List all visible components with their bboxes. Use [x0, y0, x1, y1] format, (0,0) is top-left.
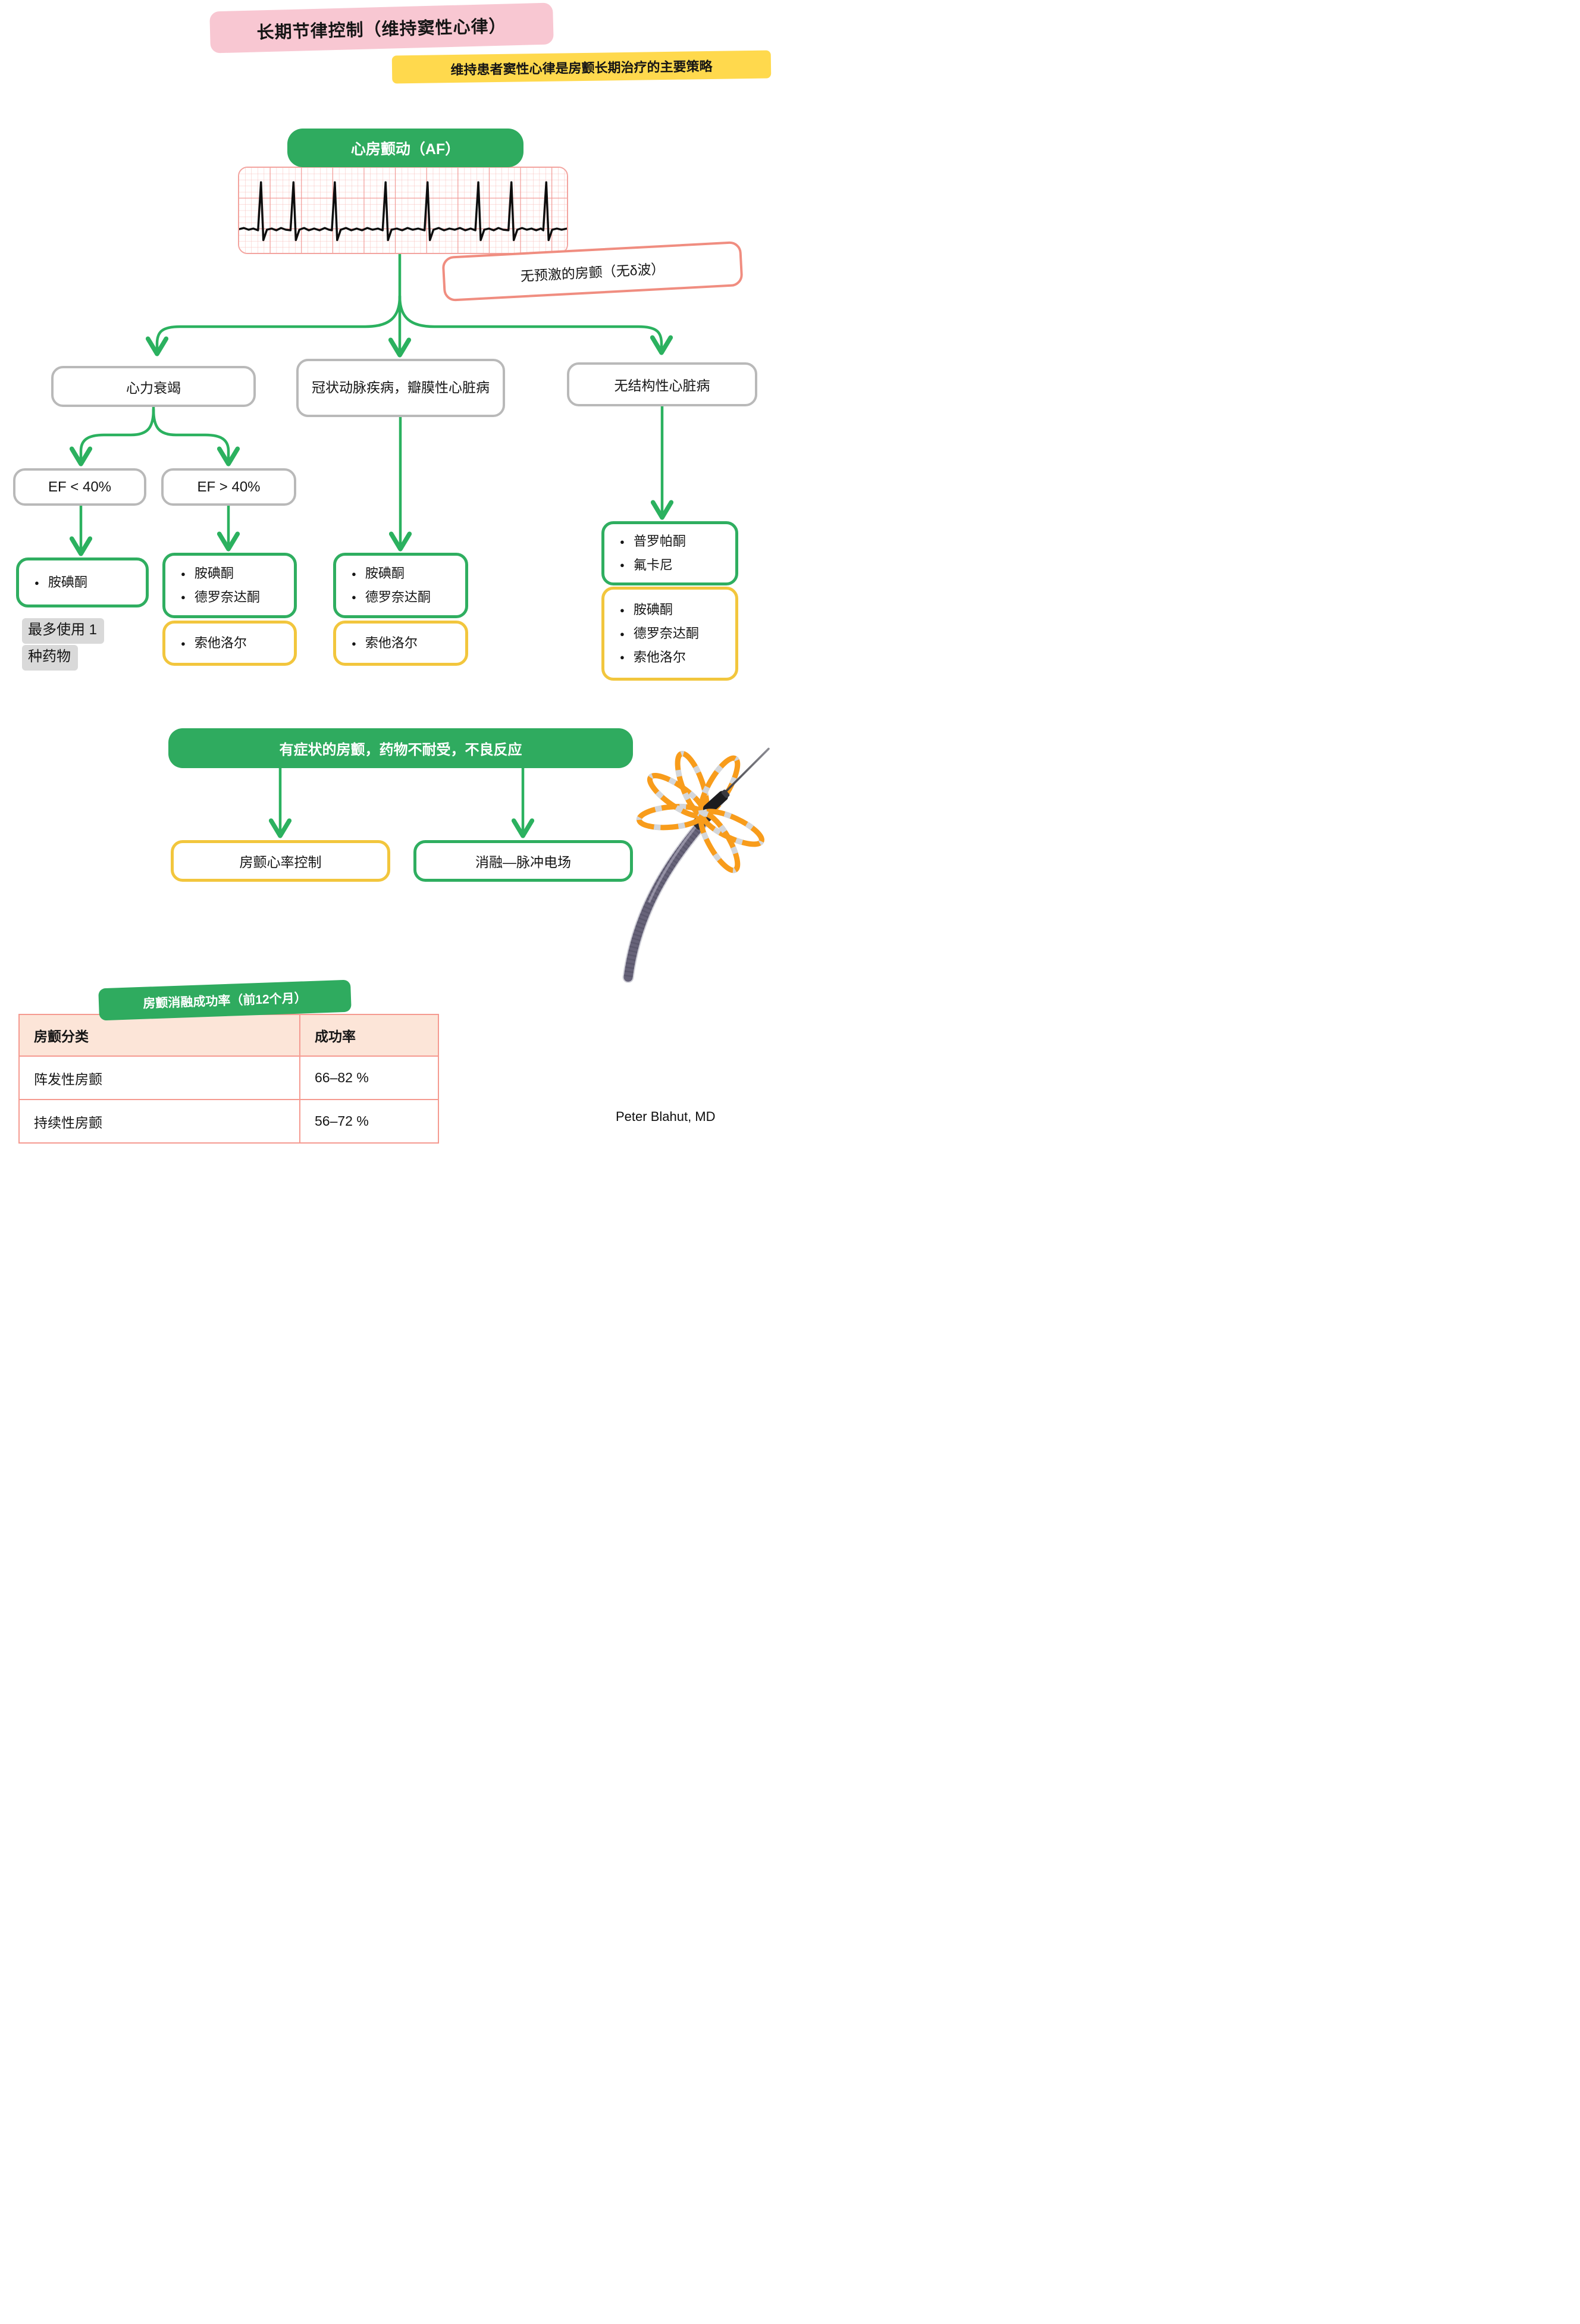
drug-name: 德罗奈达酮 [194, 590, 260, 605]
pfa-catheter-illustration [622, 747, 770, 983]
author-credit: Peter Blahut, MD [616, 1109, 716, 1124]
symptomatic-banner-label: 有症状的房颤，药物不耐受，不良反应 [279, 742, 522, 758]
drug-name: 胺碘酮 [194, 566, 234, 581]
bullet-icon: ● [620, 629, 625, 638]
branch-no-structural-label: 无结构性心脏病 [614, 378, 710, 393]
drug-item: ● 德罗奈达酮 [620, 625, 699, 643]
drug-name: 索他洛尔 [633, 649, 686, 665]
drug-item: ● 胺碘酮 [181, 565, 234, 582]
table-header-row: 房颤分类 成功率 [18, 1014, 439, 1057]
branch-no-structural: 无结构性心脏病 [567, 362, 757, 406]
table-caption-label: 房颤消融成功率（前12个月） [143, 991, 308, 1011]
drug-item: ● 索他洛尔 [181, 634, 247, 652]
drug-name: 德罗奈达酮 [365, 590, 431, 605]
af-node-label: 心房颤动（AF） [350, 140, 460, 158]
note-line-1: 最多使用 1 [22, 618, 105, 644]
branch-cad-valvular: 冠状动脉疾病，瓣膜性心脏病 [296, 359, 505, 417]
branch-heart-failure-label: 心力衰竭 [126, 380, 181, 396]
flowchart-connectors [69, 252, 674, 838]
note-max-one-drug: 最多使用 1 种药物 [22, 618, 105, 672]
drugs-cad-yellow-box: ● 索他洛尔 [333, 621, 468, 666]
drug-name: 胺碘酮 [633, 602, 673, 618]
bullet-icon: ● [620, 560, 625, 570]
node-ef-lt-40: EF < 40% [13, 468, 146, 506]
drug-name: 索他洛尔 [365, 635, 418, 651]
bullet-icon: ● [352, 569, 356, 578]
outcome-ablation-pfa-label: 消融—脉冲电场 [475, 854, 571, 870]
node-ef-lt-40-label: EF < 40% [48, 478, 112, 495]
drug-name: 胺碘酮 [48, 575, 87, 590]
ecg-trace-image [239, 168, 567, 253]
bullet-icon: ● [620, 605, 625, 615]
drug-item: ● 胺碘酮 [620, 601, 673, 619]
bullet-icon: ● [620, 537, 625, 546]
table-header-success-rate: 成功率 [299, 1014, 439, 1057]
table-row: 持续性房颤 56–72 % [18, 1099, 439, 1144]
drug-item: ● 氟卡尼 [620, 556, 673, 574]
drugs-ef-gt-green-box: ● 胺碘酮 ● 德罗奈达酮 [162, 553, 297, 618]
drug-name: 德罗奈达酮 [633, 626, 699, 641]
infographic-page: 长期节律控制（维持窦性心律） 维持患者窦性心律是房颤长期治疗的主要策略 心房颤动… [0, 0, 790, 1162]
bullet-icon: ● [181, 569, 186, 578]
drug-item: ● 普罗帕酮 [620, 533, 686, 550]
bullet-icon: ● [35, 578, 39, 587]
drug-name: 普罗帕酮 [633, 534, 686, 549]
bullet-icon: ● [352, 593, 356, 602]
ablation-success-table: 房颤分类 成功率 阵发性房颤 66–82 % 持续性房颤 56–72 % [18, 1014, 439, 1144]
node-ef-gt-40-label: EF > 40% [197, 478, 261, 495]
bullet-icon: ● [620, 653, 625, 662]
drug-item: ● 索他洛尔 [620, 649, 686, 666]
drugs-ef-gt-yellow-box: ● 索他洛尔 [162, 621, 297, 666]
cell-af-type: 阵发性房颤 [18, 1055, 300, 1100]
outcome-ablation-pfa: 消融—脉冲电场 [413, 840, 633, 882]
drug-item: ● 索他洛尔 [352, 634, 418, 652]
bullet-icon: ● [181, 593, 186, 602]
drugs-ef-lt-green-box: ● 胺碘酮 [16, 557, 149, 607]
no-preexcitation-label: 无预激的房颤（无δ波） [520, 261, 666, 284]
ecg-waveform [239, 181, 567, 242]
outcome-rate-control: 房颤心率控制 [171, 840, 390, 882]
table-header-af-class: 房颤分类 [18, 1014, 300, 1057]
drug-item: ● 德罗奈达酮 [352, 588, 431, 606]
drug-item: ● 胺碘酮 [35, 574, 87, 591]
drug-name: 胺碘酮 [365, 566, 405, 581]
bullet-icon: ● [181, 638, 186, 648]
drug-name: 氟卡尼 [633, 557, 673, 572]
branch-heart-failure: 心力衰竭 [51, 366, 256, 407]
drug-item: ● 德罗奈达酮 [181, 588, 260, 606]
af-node: 心房颤动（AF） [287, 129, 523, 167]
drugs-no-structural-green-box: ● 普罗帕酮 ● 氟卡尼 [601, 521, 738, 585]
cell-success-rate: 66–82 % [299, 1055, 439, 1100]
table-row: 阵发性房颤 66–82 % [18, 1055, 439, 1100]
cell-success-rate: 56–72 % [299, 1099, 439, 1144]
drugs-cad-green-box: ● 胺碘酮 ● 德罗奈达酮 [333, 553, 468, 618]
bullet-icon: ● [352, 638, 356, 648]
branch-cad-valvular-label: 冠状动脉疾病，瓣膜性心脏病 [312, 380, 490, 396]
cell-af-type: 持续性房颤 [18, 1099, 300, 1144]
drug-name: 索他洛尔 [194, 635, 247, 651]
ecg-strip [238, 167, 568, 254]
drug-item: ● 胺碘酮 [352, 565, 405, 582]
drugs-no-structural-yellow-box: ● 胺碘酮 ● 德罗奈达酮 ● 索他洛尔 [601, 587, 738, 681]
outcome-rate-control-label: 房颤心率控制 [239, 854, 322, 870]
node-ef-gt-40: EF > 40% [161, 468, 296, 506]
note-line-2: 种药物 [22, 644, 78, 671]
symptomatic-banner: 有症状的房颤，药物不耐受，不良反应 [168, 728, 633, 768]
